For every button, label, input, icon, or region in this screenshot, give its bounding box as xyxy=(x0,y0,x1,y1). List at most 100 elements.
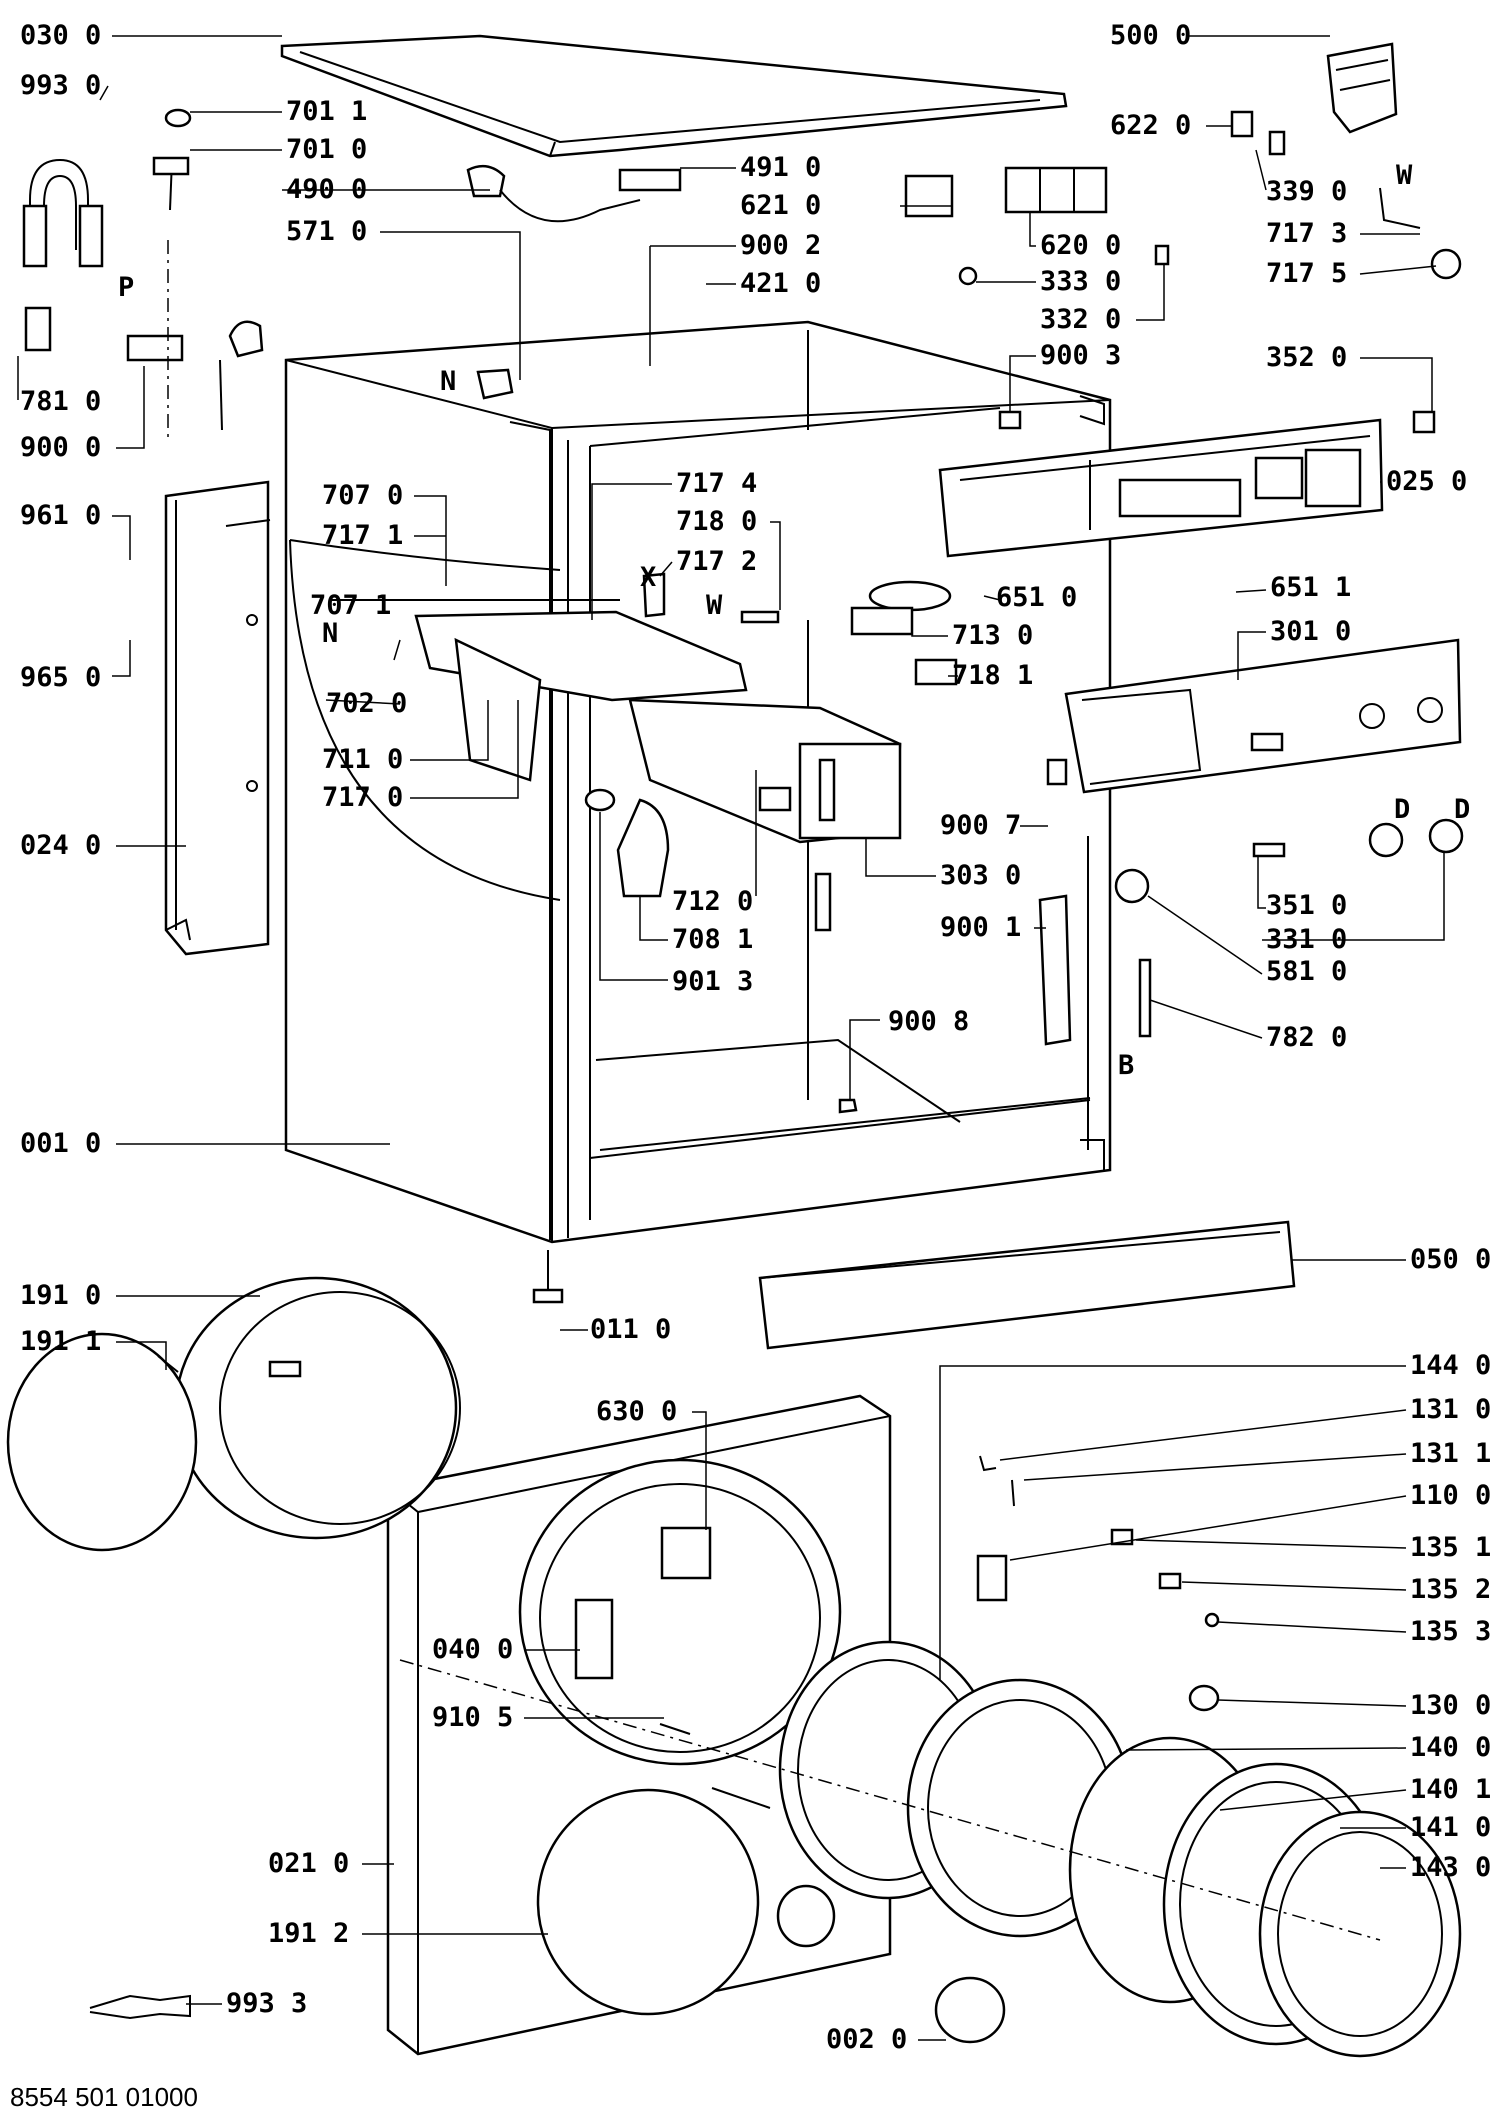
part-label-l-050-0: 050 0 xyxy=(1410,1244,1491,1275)
part-label-l-712-0: 712 0 xyxy=(672,886,753,917)
part-label-l-001-0: 001 0 xyxy=(20,1128,101,1159)
part-label-l-030-0: 030 0 xyxy=(20,20,101,51)
part-label-l-n-mid: N xyxy=(322,618,338,649)
side-panel xyxy=(164,480,271,956)
kick-plate xyxy=(758,1220,1296,1350)
part-label-l-140-1: 140 1 xyxy=(1410,1774,1491,1805)
control-panel-board xyxy=(938,410,1436,558)
part-label-l-x: X xyxy=(640,562,656,593)
part-label-l-332-0: 332 0 xyxy=(1040,304,1121,335)
part-label-l-191-2: 191 2 xyxy=(268,1918,349,1949)
part-label-l-630-0: 630 0 xyxy=(596,1396,677,1427)
part-label-l-011-0: 011 0 xyxy=(590,1314,671,1345)
part-label-l-333-0: 333 0 xyxy=(1040,266,1121,297)
part-label-l-717-3: 717 3 xyxy=(1266,218,1347,249)
part-label-l-110-0: 110 0 xyxy=(1410,1480,1491,1511)
part-label-l-993-0: 993 0 xyxy=(20,70,101,101)
part-label-l-w-mid: W xyxy=(706,590,723,621)
door-hinge-parts xyxy=(89,1455,1220,2044)
part-label-l-900-1: 900 1 xyxy=(940,912,1021,943)
part-label-l-500-0: 500 0 xyxy=(1110,20,1191,51)
part-label-l-900-3: 900 3 xyxy=(1040,340,1121,371)
part-label-l-303-0: 303 0 xyxy=(940,860,1021,891)
part-label-l-717-5: 717 5 xyxy=(1266,258,1347,289)
part-label-l-701-1: 701 1 xyxy=(286,96,367,127)
drain-hose xyxy=(289,539,561,901)
part-label-l-144-0: 144 0 xyxy=(1410,1350,1491,1381)
part-label-l-339-0: 339 0 xyxy=(1266,176,1347,207)
part-label-l-130-0: 130 0 xyxy=(1410,1690,1491,1721)
part-label-l-718-1: 718 1 xyxy=(952,660,1033,691)
part-label-l-717-0: 717 0 xyxy=(322,782,403,813)
part-label-l-351-0: 351 0 xyxy=(1266,890,1347,921)
part-label-l-900-8: 900 8 xyxy=(888,1006,969,1037)
part-label-l-901-3: 901 3 xyxy=(672,966,753,997)
control-module xyxy=(1230,42,1462,280)
part-label-l-707-0: 707 0 xyxy=(322,480,403,511)
part-label-l-961-0: 961 0 xyxy=(20,500,101,531)
part-label-l-b: B xyxy=(1118,1050,1134,1081)
part-label-l-331-0: 331 0 xyxy=(1266,924,1347,955)
foot xyxy=(532,1250,564,1304)
door-rings xyxy=(399,1640,1462,2058)
part-label-l-717-4: 717 4 xyxy=(676,468,757,499)
part-label-l-d2: D xyxy=(1454,794,1470,825)
part-label-l-135-2: 135 2 xyxy=(1410,1574,1491,1605)
part-label-l-002-0: 002 0 xyxy=(826,2024,907,2055)
small-brackets xyxy=(642,410,1152,1114)
part-label-l-040-0: 040 0 xyxy=(432,1634,513,1665)
part-label-l-702-0: 702 0 xyxy=(326,688,407,719)
part-label-l-025-0: 025 0 xyxy=(1386,466,1467,497)
part-label-l-p: P xyxy=(118,272,134,303)
part-label-l-965-0: 965 0 xyxy=(20,662,101,693)
front-panel xyxy=(1064,638,1462,794)
part-label-l-490-0: 490 0 xyxy=(286,174,367,205)
part-label-l-708-1: 708 1 xyxy=(672,924,753,955)
part-label-l-782-0: 782 0 xyxy=(1266,1022,1347,1053)
front-door-panel xyxy=(386,1394,892,2056)
part-label-l-717-1: 717 1 xyxy=(322,520,403,551)
part-label-l-718-0: 718 0 xyxy=(676,506,757,537)
knobs xyxy=(1114,818,1464,904)
part-label-l-131-1: 131 1 xyxy=(1410,1438,1491,1469)
hose-assembly xyxy=(22,108,264,440)
part-label-l-491-0: 491 0 xyxy=(740,152,821,183)
door-seal xyxy=(6,1276,461,1552)
drawing-number: 8554 501 01000 xyxy=(10,2082,198,2112)
part-label-l-301-0: 301 0 xyxy=(1270,616,1351,647)
part-label-l-900-7: 900 7 xyxy=(940,810,1021,841)
part-label-l-191-1: 191 1 xyxy=(20,1326,101,1357)
part-label-l-421-0: 421 0 xyxy=(740,268,821,299)
part-label-l-024-0: 024 0 xyxy=(20,830,101,861)
part-label-l-021-0: 021 0 xyxy=(268,1848,349,1879)
connectors xyxy=(904,166,1170,286)
top-cover xyxy=(280,34,1068,158)
part-label-l-140-0: 140 0 xyxy=(1410,1732,1491,1763)
part-label-l-621-0: 621 0 xyxy=(740,190,821,221)
part-label-l-352-0: 352 0 xyxy=(1266,342,1347,373)
part-label-l-135-1: 135 1 xyxy=(1410,1532,1491,1563)
part-label-l-620-0: 620 0 xyxy=(1040,230,1121,261)
part-label-l-651-0: 651 0 xyxy=(996,582,1077,613)
part-label-l-131-0: 131 0 xyxy=(1410,1394,1491,1425)
part-label-l-581-0: 581 0 xyxy=(1266,956,1347,987)
part-label-l-135-3: 135 3 xyxy=(1410,1616,1491,1647)
wiring-harness xyxy=(466,164,682,400)
leader-lines xyxy=(17,35,1445,2041)
part-label-l-191-0: 191 0 xyxy=(20,1280,101,1311)
part-label-l-571-0: 571 0 xyxy=(286,216,367,247)
part-label-l-711-0: 711 0 xyxy=(322,744,403,775)
part-label-l-707-1: 707 1 xyxy=(310,590,391,621)
part-label-l-622-0: 622 0 xyxy=(1110,110,1191,141)
part-label-l-900-0: 900 0 xyxy=(20,432,101,463)
part-label-l-993-3: 993 3 xyxy=(226,1988,307,2019)
part-label-l-n-top: N xyxy=(440,366,456,397)
part-label-l-143-0: 143 0 xyxy=(1410,1852,1491,1883)
part-label-l-651-1: 651 1 xyxy=(1270,572,1351,603)
part-label-l-781-0: 781 0 xyxy=(20,386,101,417)
part-label-l-910-5: 910 5 xyxy=(432,1702,513,1733)
part-label-l-900-2: 900 2 xyxy=(740,230,821,261)
part-label-l-713-0: 713 0 xyxy=(952,620,1033,651)
